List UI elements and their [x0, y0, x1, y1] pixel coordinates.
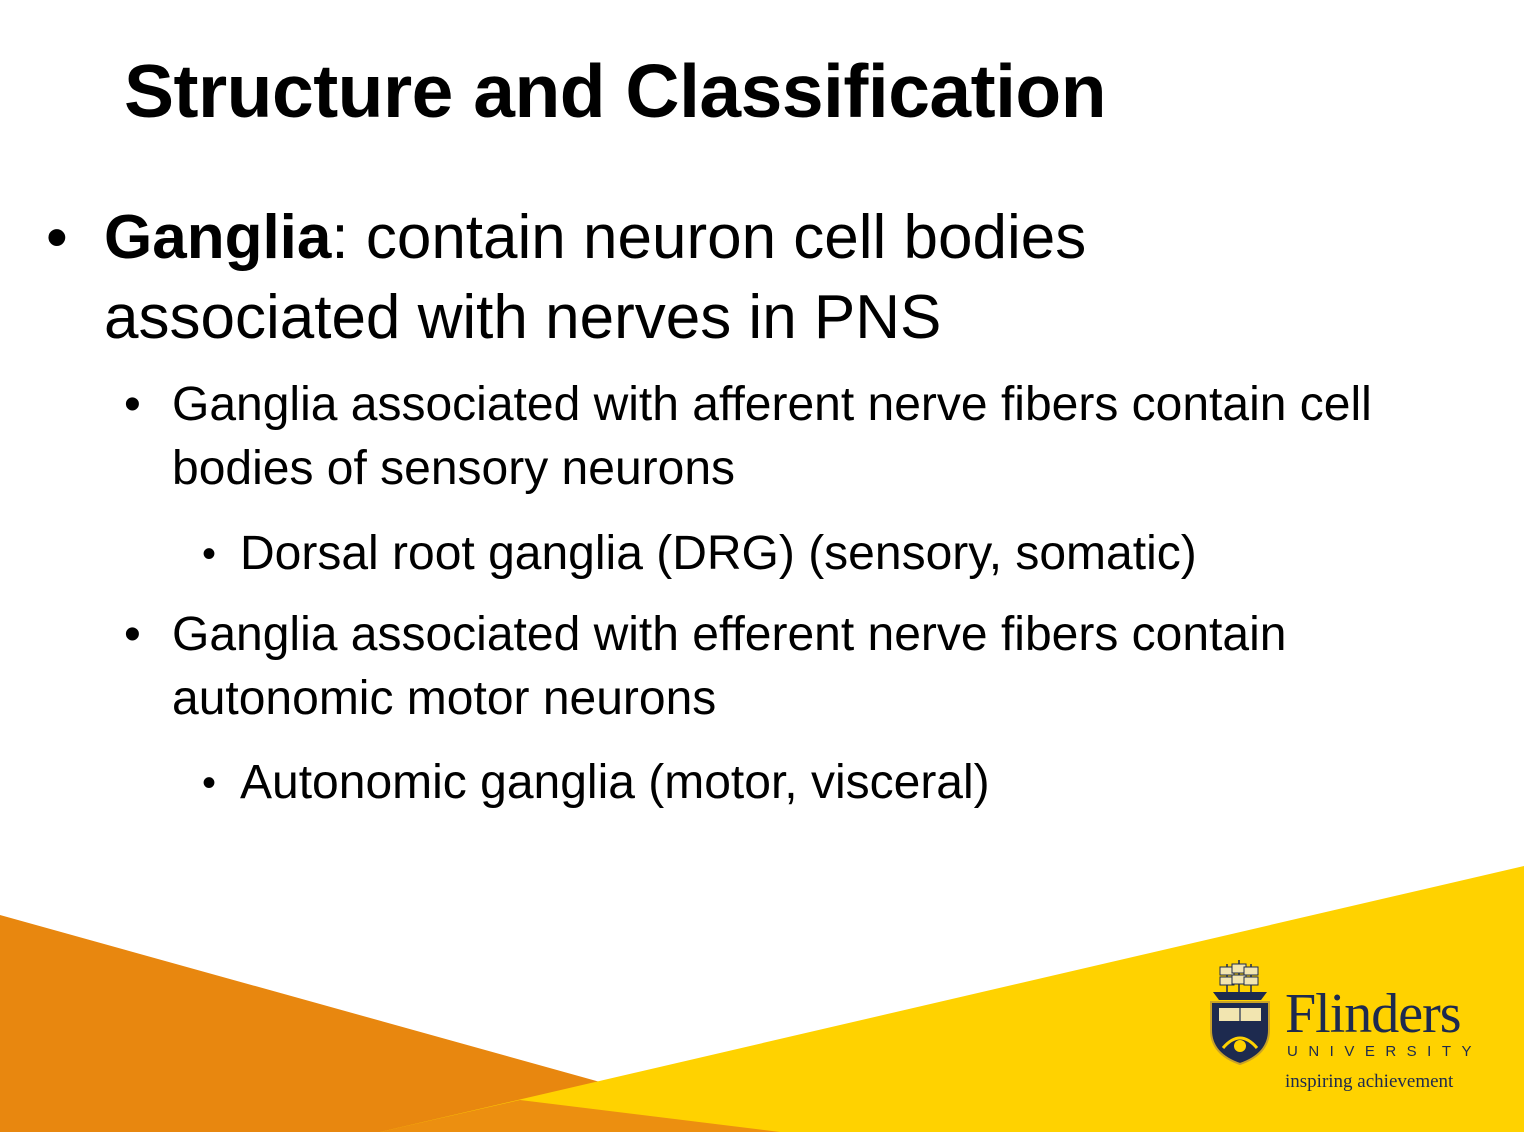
slide-title: Structure and Classification — [124, 49, 1107, 133]
bullet-marker: • — [124, 378, 141, 431]
bullet-marker: • — [202, 761, 217, 805]
bullet-afferent-text: Ganglia associated with afferent nerve f… — [172, 378, 1372, 495]
bullet-autonomic-text: Autonomic ganglia (motor, visceral) — [240, 756, 990, 809]
orange-band — [0, 915, 780, 1132]
logo-subtitle: UNIVERSITY — [1287, 1043, 1483, 1060]
bullet-drg-text: Dorsal root ganglia (DRG) (sensory, soma… — [240, 527, 1197, 580]
logo-tagline: inspiring achievement — [1285, 1071, 1454, 1092]
bullet-marker: • — [202, 532, 217, 576]
bullet-afferent: • Ganglia associated with afferent nerve… — [124, 373, 1512, 501]
logo-wordmark: Flinders — [1285, 983, 1462, 1045]
bullet-efferent-text: Ganglia associated with efferent nerve f… — [172, 608, 1287, 725]
bullet-ganglia: • Ganglia: contain neuron cell bodies as… — [46, 198, 1254, 358]
crest-icon — [1210, 960, 1270, 1066]
bullet-efferent: • Ganglia associated with efferent nerve… — [124, 603, 1512, 731]
bullet-ganglia-term: Ganglia — [104, 203, 332, 272]
flinders-logo: Flinders UNIVERSITY inspiring achievemen… — [1205, 958, 1490, 1098]
bullet-drg: • Dorsal root ganglia (DRG) (sensory, so… — [202, 522, 1500, 586]
bullet-marker: • — [46, 203, 68, 272]
bullet-autonomic: • Autonomic ganglia (motor, visceral) — [202, 751, 1500, 815]
bullet-ganglia-text: : contain neuron cell bodies associated … — [104, 203, 1087, 352]
overlap-band — [380, 1100, 780, 1132]
yellow-band — [380, 866, 1524, 1132]
bullet-marker: • — [124, 608, 141, 661]
